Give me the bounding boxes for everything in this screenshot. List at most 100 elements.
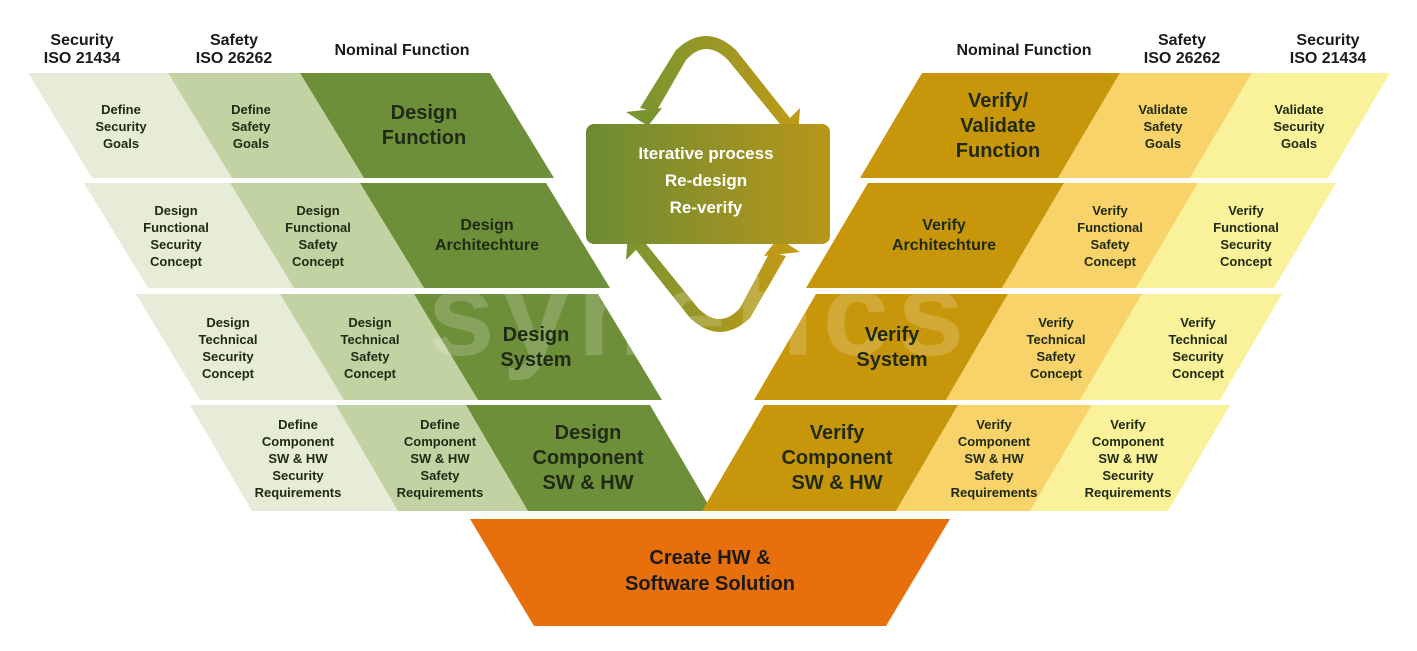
right-security-text-4: Verify Component SW & HW Security Requir…: [1084, 416, 1172, 500]
left-nominal-label-1: Design Function: [344, 80, 504, 172]
left-safety-cell-3: [280, 294, 478, 400]
right-nominal-label-3: Verify System: [812, 300, 972, 396]
top-arrow-icon: [640, 36, 800, 136]
header-left-nominal: Nominal Function: [334, 42, 470, 59]
right-nominal-label-2: Verify Architechture: [854, 188, 1034, 284]
base-label: Create HW & Software Solution: [625, 547, 795, 595]
left-nominal-text-4: Design Component SW & HW: [532, 421, 644, 494]
left-security-cell-4: [190, 405, 398, 511]
left-safety-label-4: Define Component SW & HW Safety Requirem…: [370, 408, 510, 508]
right-safety-cell-2: [1002, 183, 1198, 288]
header-left-safety-line2: ISO 26262: [195, 50, 273, 67]
right-safety-label-3: Verify Technical Safety Concept: [996, 300, 1116, 396]
left-security-text-2: Design Functional Security Concept: [143, 203, 209, 269]
right-nominal-text-1: Verify/ Validate Function: [955, 89, 1041, 162]
right-nominal-cell-3: [754, 294, 1008, 400]
left-security-cell-3: [136, 294, 344, 400]
right-row-1: [860, 73, 1390, 178]
right-row-3: [754, 294, 1282, 400]
left-nominal-label-4: Design Component SW & HW: [508, 408, 668, 508]
left-row-2: [84, 183, 610, 288]
header-left-security-line2: ISO 21434: [43, 50, 121, 67]
left-nominal-cell-1: [300, 73, 554, 178]
right-security-text-1: Validate Security Goals: [1273, 101, 1325, 151]
right-row-4: [702, 405, 1230, 511]
right-security-cell-2: [1136, 183, 1336, 288]
right-safety-text-1: Validate Safety Goals: [1138, 101, 1188, 151]
right-security-cell-4: [1030, 405, 1230, 511]
header-right-safety-line1: Safety: [1157, 32, 1207, 49]
right-safety-cell-4: [896, 405, 1092, 511]
left-security-text-1: Define Security Goals: [95, 101, 147, 151]
left-security-label-1: Define Security Goals: [66, 80, 176, 172]
left-security-cell-1: [28, 73, 232, 178]
left-security-label-3: Design Technical Security Concept: [168, 300, 288, 396]
left-safety-cell-2: [230, 183, 424, 288]
bottom-arrowhead-icon: [764, 238, 800, 256]
iterative-process-label: Iterative process Re-design Re-verify: [586, 140, 826, 221]
right-security-label-3: Verify Technical Security Concept: [1138, 300, 1258, 396]
left-safety-text-2: Design Functional Safety Concept: [285, 203, 351, 269]
base-trapezoid: [470, 519, 950, 626]
left-safety-text-4: Define Component SW & HW Safety Requirem…: [396, 416, 484, 500]
left-security-cell-2: [84, 183, 294, 288]
left-safety-text-3: Design Technical Safety Concept: [340, 315, 400, 381]
right-row-2: [806, 183, 1336, 288]
right-security-cell-3: [1080, 294, 1282, 400]
left-nominal-cell-4: [466, 405, 712, 511]
left-row-3: [136, 294, 662, 400]
right-security-label-4: Verify Component SW & HW Security Requir…: [1058, 408, 1198, 508]
right-safety-text-2: Verify Functional Safety Concept: [1077, 203, 1143, 269]
right-nominal-cell-2: [806, 183, 1064, 288]
top-arrowhead-icon: [626, 108, 662, 126]
left-safety-cell-1: [168, 73, 364, 178]
header-right-security-line1: Security: [1296, 32, 1360, 49]
left-security-text-4: Define Component SW & HW Security Requir…: [254, 416, 342, 500]
left-row-4: [190, 405, 712, 511]
right-nominal-cell-1: [860, 73, 1120, 178]
right-safety-cell-3: [946, 294, 1142, 400]
right-nominal-cell-4: [702, 405, 958, 511]
iteration-arrows: [626, 36, 800, 332]
left-safety-text-1: Define Safety Goals: [231, 101, 271, 151]
left-security-text-3: Design Technical Security Concept: [198, 315, 258, 381]
left-nominal-text-3: Design System: [500, 324, 572, 371]
header-right-safety-line2: ISO 26262: [1143, 50, 1221, 67]
right-security-label-2: Verify Functional Security Concept: [1186, 188, 1306, 284]
right-nominal-text-4: Verify Component SW & HW: [781, 421, 893, 494]
right-safety-label-2: Verify Functional Safety Concept: [1050, 188, 1170, 284]
right-nominal-label-4: Verify Component SW & HW: [752, 408, 922, 508]
right-safety-cell-1: [1058, 73, 1252, 178]
left-security-label-4: Define Component SW & HW Security Requir…: [228, 408, 368, 508]
left-nominal-label-3: Design System: [456, 300, 616, 396]
right-security-text-2: Verify Functional Security Concept: [1213, 203, 1279, 269]
left-nominal-cell-3: [414, 294, 662, 400]
right-safety-text-3: Verify Technical Safety Concept: [1026, 315, 1086, 381]
header-left-safety: Safety ISO 26262: [174, 32, 294, 68]
header-right-security-line2: ISO 21434: [1289, 50, 1367, 67]
left-nominal-text-1: Design Function: [381, 102, 467, 149]
left-nominal-label-2: Design Architechture: [402, 188, 572, 284]
header-right-nominal: Nominal Function: [956, 42, 1092, 59]
header-right-security: Security ISO 21434: [1268, 32, 1388, 68]
right-nominal-text-3: Verify System: [856, 324, 928, 371]
header-right-safety: Safety ISO 26262: [1122, 32, 1242, 68]
right-security-text-3: Verify Technical Security Concept: [1168, 315, 1228, 381]
header-left-security: Security ISO 21434: [22, 32, 142, 68]
bottom-arrow-icon: [626, 232, 786, 332]
iterative-line-1: Iterative process: [638, 144, 774, 163]
left-safety-label-3: Design Technical Safety Concept: [310, 300, 430, 396]
iterative-line-3: Re-verify: [669, 198, 743, 217]
left-safety-label-1: Define Safety Goals: [196, 80, 306, 172]
iterative-line-2: Re-design: [664, 171, 748, 190]
iterative-process-box: [586, 124, 830, 244]
left-nominal-text-2: Design Architechture: [434, 217, 540, 254]
right-nominal-text-2: Verify Architechture: [891, 217, 997, 254]
right-safety-label-4: Verify Component SW & HW Safety Requirem…: [924, 408, 1064, 508]
right-safety-text-4: Verify Component SW & HW Safety Requirem…: [950, 416, 1038, 500]
right-safety-label-1: Validate Safety Goals: [1108, 80, 1218, 172]
header-left-safety-line1: Safety: [209, 32, 259, 49]
header-left-security-line1: Security: [50, 32, 114, 49]
